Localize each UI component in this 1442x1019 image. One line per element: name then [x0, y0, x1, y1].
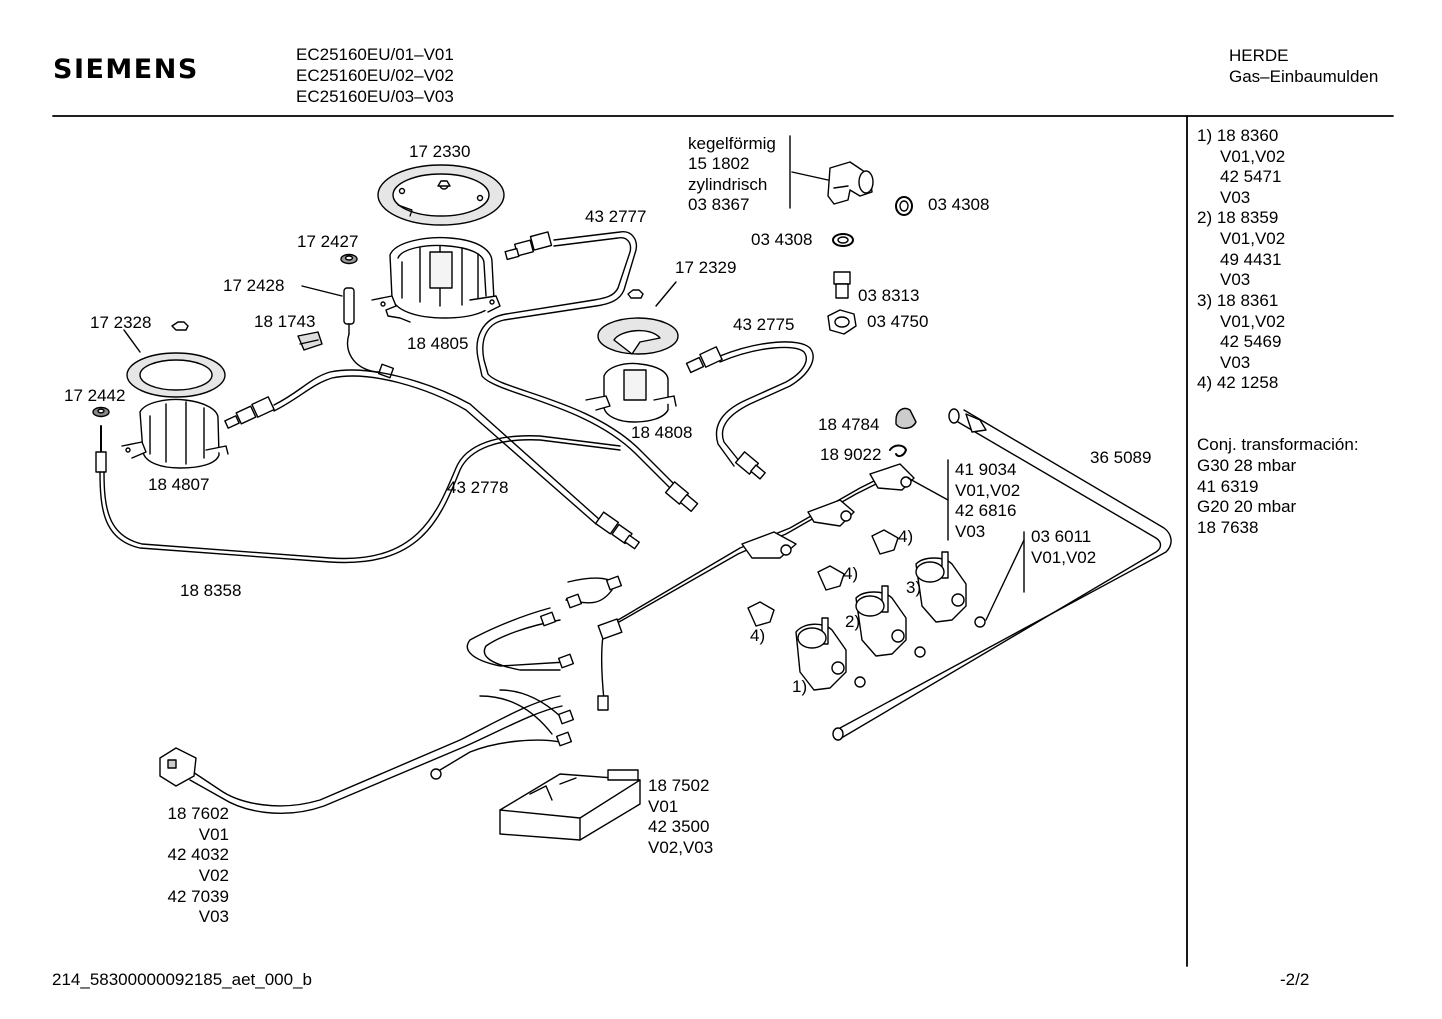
ref-label: 2) [845, 612, 861, 631]
part-label: 17 2328 [90, 313, 152, 332]
ref-label: 4) [750, 626, 766, 645]
page-number: -2/2 [1280, 970, 1310, 989]
model-3: EC25160EU/03–V03 [296, 87, 454, 106]
part-label: V01,V02 [1031, 548, 1097, 567]
burner-body-184807 [121, 398, 229, 469]
part-label: 17 2428 [223, 276, 285, 295]
nipple-038313 [833, 271, 851, 299]
gas-valves [747, 529, 986, 691]
part-label: V01 [198, 825, 229, 844]
part-label: 15 1802 [688, 154, 750, 173]
part-label: 18 8358 [180, 581, 242, 600]
part-label: 42 4032 [167, 845, 229, 864]
document-id: 214_58300000092185_aet_000_b [52, 970, 312, 989]
part-label: 18 4784 [818, 415, 880, 434]
nut-034750 [827, 309, 857, 335]
part-label: 43 2777 [585, 207, 647, 226]
burner-body-184808 [585, 362, 677, 423]
note-line: V01,V02 [1220, 147, 1286, 166]
part-label: 03 6011 [1031, 527, 1092, 546]
model-1: EC25160EU/01–V01 [296, 45, 454, 64]
part-label: zylindrisch [688, 175, 768, 194]
part-label: V03 [955, 522, 986, 541]
note-line: 3) 18 8361 [1197, 291, 1279, 310]
gas-pipe-432778 [224, 369, 640, 550]
leader-419034 [907, 477, 949, 501]
note-line: 4) 42 1258 [1197, 373, 1279, 392]
note-line: V03 [1220, 188, 1251, 207]
part-label: 18 7602 [167, 804, 229, 823]
conversion-line: Conj. transformación: [1197, 435, 1359, 454]
part-label: 43 2775 [733, 315, 795, 334]
part-label: 03 4750 [867, 312, 929, 331]
circlip-189022 [889, 444, 907, 458]
part-label: 03 4308 [928, 195, 990, 214]
part-label: 36 5089 [1090, 448, 1152, 467]
cap-184784 [895, 407, 917, 429]
note-line: 2) 18 8359 [1197, 208, 1279, 227]
burner-cap-172329 [597, 281, 679, 355]
note-line: 1) 18 8360 [1197, 126, 1279, 145]
note-line: V03 [1220, 270, 1251, 289]
ref-label: 3) [906, 578, 922, 597]
ref-label: 1) [792, 677, 808, 696]
part-label: 42 3500 [648, 817, 710, 836]
part-label: 03 8367 [688, 195, 750, 214]
part-label: 18 9022 [820, 445, 882, 464]
part-label: V03 [198, 907, 229, 926]
part-label: kegelförmig [688, 134, 776, 153]
part-label: 18 4807 [148, 475, 210, 494]
conversion-line: G20 20 mbar [1197, 497, 1297, 516]
gas-pipe-432777 [476, 231, 699, 513]
part-label: 18 1743 [254, 312, 316, 331]
conversion-line: G30 28 mbar [1197, 456, 1297, 475]
gas-manifold-365089 [832, 408, 1172, 741]
part-label: 03 4308 [751, 230, 813, 249]
ref-label: 4) [843, 564, 859, 583]
part-label: V02,V03 [648, 838, 714, 857]
spark-generator-187502 [499, 769, 641, 841]
category: HERDE [1229, 46, 1289, 65]
connector-187602 [159, 747, 197, 787]
part-label: V01 [648, 797, 679, 816]
ignition-harness [189, 463, 915, 815]
gas-pipe-432775 [685, 341, 814, 480]
burner-cap-172328 [123, 321, 226, 398]
part-label: 18 4808 [631, 423, 693, 442]
part-label: 17 2442 [64, 386, 126, 405]
part-label: 43 2778 [447, 478, 509, 497]
conversion-line: 18 7638 [1197, 518, 1259, 537]
brand-logo: SIEMENS [53, 54, 199, 85]
part-label: V02 [198, 866, 229, 885]
part-label: 17 2329 [675, 258, 737, 277]
part-label: 17 2427 [297, 232, 359, 251]
subcategory: Gas–Einbaumulden [1229, 67, 1379, 86]
ref-label: 4) [898, 527, 914, 546]
note-line: 42 5469 [1220, 332, 1282, 351]
burner-body-184805 [371, 236, 501, 323]
clip-181743 [297, 331, 323, 351]
part-label: V01,V02 [955, 481, 1021, 500]
conversion-line: 41 6319 [1197, 477, 1259, 496]
nozzle-151802 [789, 135, 874, 209]
thermocouple-188358 [95, 425, 621, 564]
burner-cap-172330 [377, 164, 505, 226]
note-line: V01,V02 [1220, 229, 1286, 248]
part-label: 41 9034 [955, 460, 1017, 479]
note-line: 49 4431 [1220, 250, 1282, 269]
note-line: V03 [1220, 353, 1251, 372]
note-line: V01,V02 [1220, 312, 1286, 331]
part-label: 42 6816 [955, 501, 1017, 520]
part-label: 18 4805 [407, 334, 469, 353]
note-line: 42 5471 [1220, 167, 1282, 186]
part-label: 03 8313 [858, 286, 920, 305]
part-label: 17 2330 [409, 142, 471, 161]
part-label: 18 7502 [648, 776, 710, 795]
model-2: EC25160EU/02–V02 [296, 66, 454, 85]
part-label: 42 7039 [167, 887, 229, 906]
